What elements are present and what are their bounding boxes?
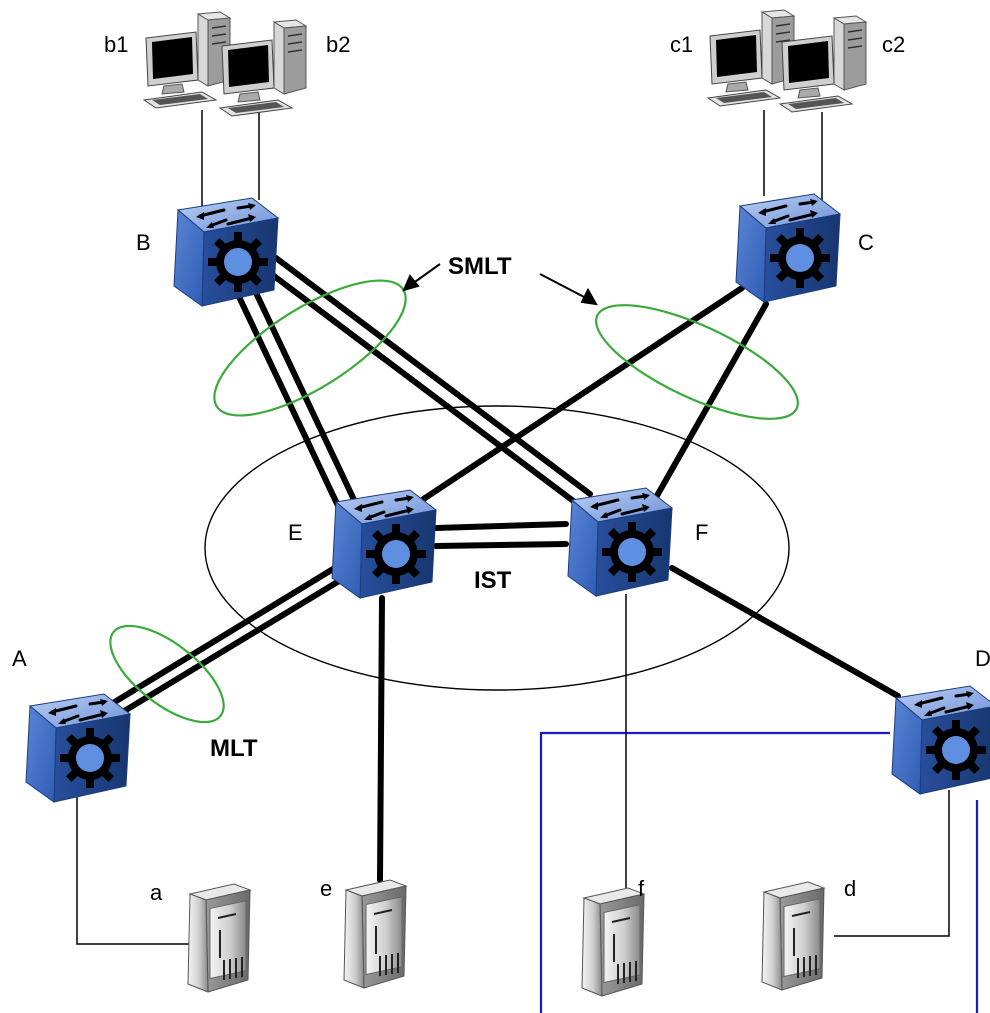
switch-F [566, 486, 674, 598]
server-f [581, 887, 645, 997]
server-a [187, 883, 251, 993]
switch-D [890, 684, 990, 796]
mlt-ring [109, 624, 225, 724]
label-b2: b2 [326, 32, 350, 57]
label-server-d: d [844, 876, 856, 901]
switch-C [734, 192, 842, 304]
ist-boundary-ellipse [204, 405, 790, 691]
label-mlt: MLT [210, 735, 258, 762]
access-links [76, 110, 950, 945]
smlt-ring-right [595, 304, 799, 420]
trunk-links [105, 255, 901, 883]
switch-B [172, 196, 280, 308]
vlan-boundary-line [539, 731, 890, 1013]
label-switch-F: F [695, 520, 708, 545]
label-c1: c1 [670, 32, 693, 57]
link-D-d [834, 790, 950, 937]
label-switch-A: A [12, 646, 27, 671]
workstation-b1 [143, 11, 231, 109]
label-switch-D: D [975, 646, 990, 671]
label-b1: b1 [104, 32, 128, 57]
server-d [761, 881, 825, 991]
label-switch-E: E [288, 520, 303, 545]
smlt-arrows [402, 263, 598, 306]
label-server-a: a [150, 880, 163, 905]
label-server-f: f [638, 876, 645, 901]
label-ist: IST [474, 567, 512, 594]
server-e [343, 879, 407, 989]
link-A-a [76, 796, 196, 945]
workstation-c1 [707, 9, 795, 107]
label-server-e: e [320, 876, 332, 901]
switch-A [24, 692, 132, 804]
workstation-b2 [219, 19, 307, 117]
switch-E [330, 488, 438, 600]
label-c2: c2 [882, 32, 905, 57]
label-switch-B: B [136, 230, 151, 255]
label-smlt: SMLT [448, 253, 512, 280]
label-switch-C: C [858, 230, 874, 255]
